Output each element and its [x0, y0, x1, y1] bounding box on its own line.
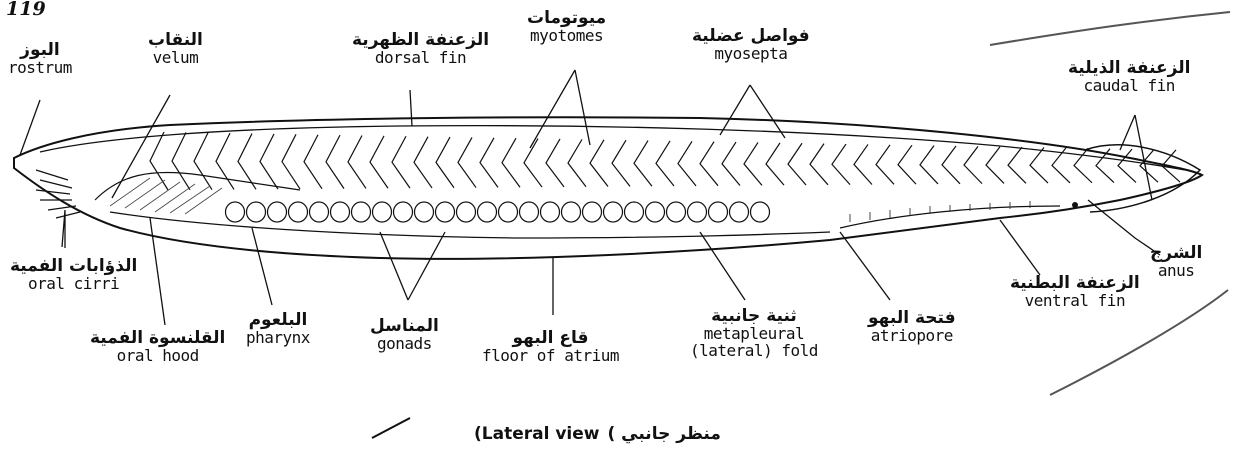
- gonad-series: [226, 202, 770, 222]
- myotome-chevron: [172, 132, 190, 189]
- myotome-chevron: [854, 144, 872, 184]
- gonad: [310, 202, 329, 222]
- stray-stroke-top: [990, 12, 1230, 45]
- stray-stroke-bottom: [372, 418, 410, 438]
- myotome-chevron: [942, 146, 960, 184]
- myotome-chevron: [436, 137, 454, 188]
- gonad: [730, 202, 749, 222]
- myotome-chevron: [392, 136, 410, 188]
- myotome-chevron: [1118, 149, 1136, 182]
- myotome-chevron: [986, 147, 1004, 184]
- gonad: [541, 202, 560, 222]
- gonad: [331, 202, 350, 222]
- myotome-chevron: [304, 135, 322, 189]
- myotome-chevron: [744, 142, 762, 185]
- myotome-chevron: [414, 137, 432, 188]
- myotome-chevron: [480, 138, 498, 188]
- gonad: [352, 202, 371, 222]
- page-number: 119: [6, 0, 46, 20]
- label-oral-hood: القلنسوة الفميةoral hood: [90, 330, 225, 365]
- oral-cirri-lines: [36, 170, 80, 218]
- myotome-chevron: [678, 141, 696, 186]
- gonad: [394, 202, 413, 222]
- myotome-chevron: [260, 134, 278, 189]
- myotome-chevron: [722, 142, 740, 185]
- myotome-chevron: [656, 141, 674, 186]
- myotome-chevron: [458, 137, 476, 187]
- caption-english: (Lateral view: [474, 424, 599, 444]
- myotome-chevron: [1030, 148, 1048, 184]
- gonad: [688, 202, 707, 222]
- myotome-chevron: [876, 145, 894, 184]
- myotome-chevron: [370, 136, 388, 188]
- gonad: [478, 202, 497, 222]
- gonad: [520, 202, 539, 222]
- myotome-chevron: [634, 141, 652, 187]
- myotome-chevron: [524, 139, 542, 187]
- gonad: [625, 202, 644, 222]
- gonad: [709, 202, 728, 222]
- leader-lines: [20, 70, 1160, 325]
- gonad: [646, 202, 665, 222]
- myotome-chevron: [810, 144, 828, 185]
- myotome-chevron: [1008, 147, 1026, 183]
- myotome-chevron: [1074, 148, 1092, 182]
- myotome-chevron: [964, 146, 982, 183]
- gonad: [226, 202, 245, 222]
- gonad: [583, 202, 602, 222]
- gonad: [415, 202, 434, 222]
- myotome-chevron: [920, 146, 938, 184]
- myotome-chevron: [194, 133, 212, 190]
- gonad: [667, 202, 686, 222]
- myotome-chevron: [766, 143, 784, 185]
- caption: (Lateral view منظر جانبي ): [470, 424, 725, 444]
- gonad: [499, 202, 518, 222]
- ventral-line: [110, 212, 830, 238]
- myotome-chevron: [150, 132, 168, 190]
- myotome-chevron: [326, 135, 344, 189]
- gonad: [562, 202, 581, 222]
- myotome-chevron: [282, 134, 300, 189]
- caption-arabic: منظر جانبي ): [607, 424, 720, 444]
- myotome-chevron: [612, 140, 630, 186]
- myotome-chevron: [502, 138, 520, 187]
- gonad: [604, 202, 623, 222]
- gonad: [436, 202, 455, 222]
- myotome-chevron: [546, 139, 564, 187]
- gonad: [289, 202, 308, 222]
- anus-mark: [1072, 202, 1078, 208]
- myotome-chevron: [590, 140, 608, 187]
- pharynx-hatching: [110, 178, 222, 214]
- myotome-chevron: [832, 144, 850, 185]
- gonad: [247, 202, 266, 222]
- myotome-chevron: [788, 143, 806, 185]
- myotome-chevron: [348, 135, 366, 188]
- myotome-chevron: [216, 133, 234, 189]
- gonad: [457, 202, 476, 222]
- gonad: [373, 202, 392, 222]
- myotome-chevron: [700, 142, 718, 186]
- gonad: [751, 202, 770, 222]
- myotome-chevron: [568, 139, 586, 186]
- gonad: [268, 202, 287, 222]
- myotome-chevron: [898, 145, 916, 184]
